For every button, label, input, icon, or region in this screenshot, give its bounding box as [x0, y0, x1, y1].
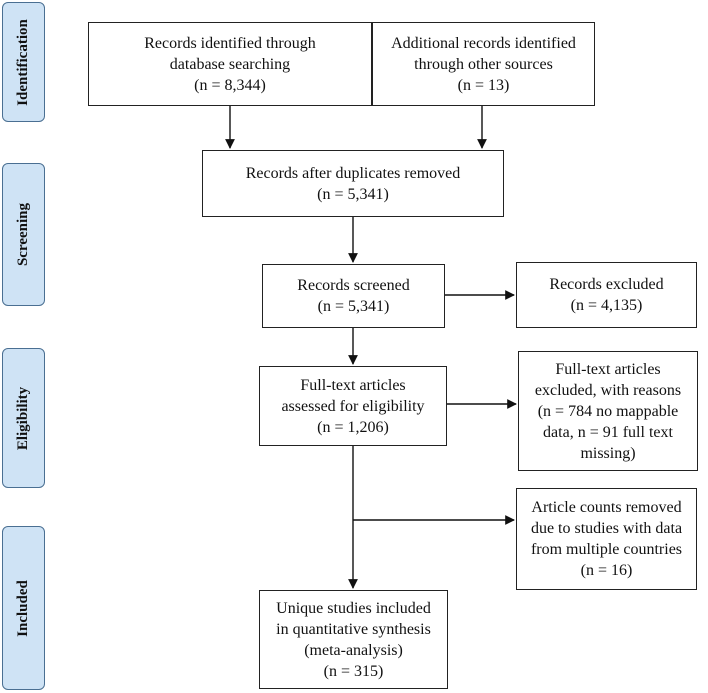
box-line: through other sources	[414, 55, 553, 73]
box-line: Records after duplicates removed	[245, 164, 461, 182]
phase-screening: Screening	[2, 163, 45, 306]
box-other-sources: Additional records identified through ot…	[372, 22, 595, 106]
box-records-screened: Records screened (n = 5,341)	[262, 264, 445, 328]
box-line: excluded, with reasons	[534, 381, 682, 399]
box-multi-country-removed: Article counts removed due to studies wi…	[516, 488, 697, 590]
box-duplicates-removed: Records after duplicates removed (n = 5,…	[202, 150, 504, 217]
box-database-search: Records identified through database sear…	[88, 22, 372, 106]
box-line: Article counts removed	[531, 499, 682, 516]
box-line: assessed for eligibility	[281, 397, 425, 415]
box-line: Full-text articles	[300, 376, 406, 394]
box-line: due to studies with data	[530, 520, 683, 537]
box-line: from multiple countries	[530, 541, 683, 558]
box-line: Additional records identified	[391, 34, 576, 52]
box-line: in quantitative synthesis	[276, 620, 431, 638]
box-line: (n = 315)	[323, 662, 384, 680]
box-included-studies: Unique studies included in quantitative …	[259, 590, 448, 689]
box-line: (n = 13)	[457, 76, 510, 94]
phase-identification: Identification	[2, 2, 45, 122]
box-line: Unique studies included	[276, 599, 431, 617]
box-fulltext-excluded: Full-text articles excluded, with reason…	[518, 351, 698, 471]
box-line: Full-text articles	[555, 360, 661, 378]
box-line: (n = 5,341)	[317, 298, 390, 315]
phase-included: Included	[2, 526, 45, 690]
box-line: (n = 4,135)	[570, 297, 643, 314]
box-line: (n = 5,341)	[317, 185, 389, 203]
box-line: Records excluded	[549, 276, 664, 293]
box-line: (n = 1,206)	[317, 418, 389, 436]
box-line: (n = 8,344)	[194, 76, 266, 94]
box-line: (meta-analysis)	[304, 641, 403, 659]
box-line: missing)	[580, 444, 636, 462]
box-line: data, n = 91 full text	[543, 423, 673, 441]
phase-eligibility: Eligibility	[2, 348, 45, 488]
box-line: (n = 784 no mappable	[537, 402, 679, 420]
box-line: Records identified through	[144, 34, 316, 52]
box-line: (n = 16)	[580, 562, 633, 579]
box-line: Records screened	[297, 277, 410, 294]
box-line: database searching	[169, 55, 291, 73]
box-fulltext-assessed: Full-text articles assessed for eligibil…	[259, 366, 447, 446]
box-records-excluded: Records excluded (n = 4,135)	[516, 262, 697, 328]
